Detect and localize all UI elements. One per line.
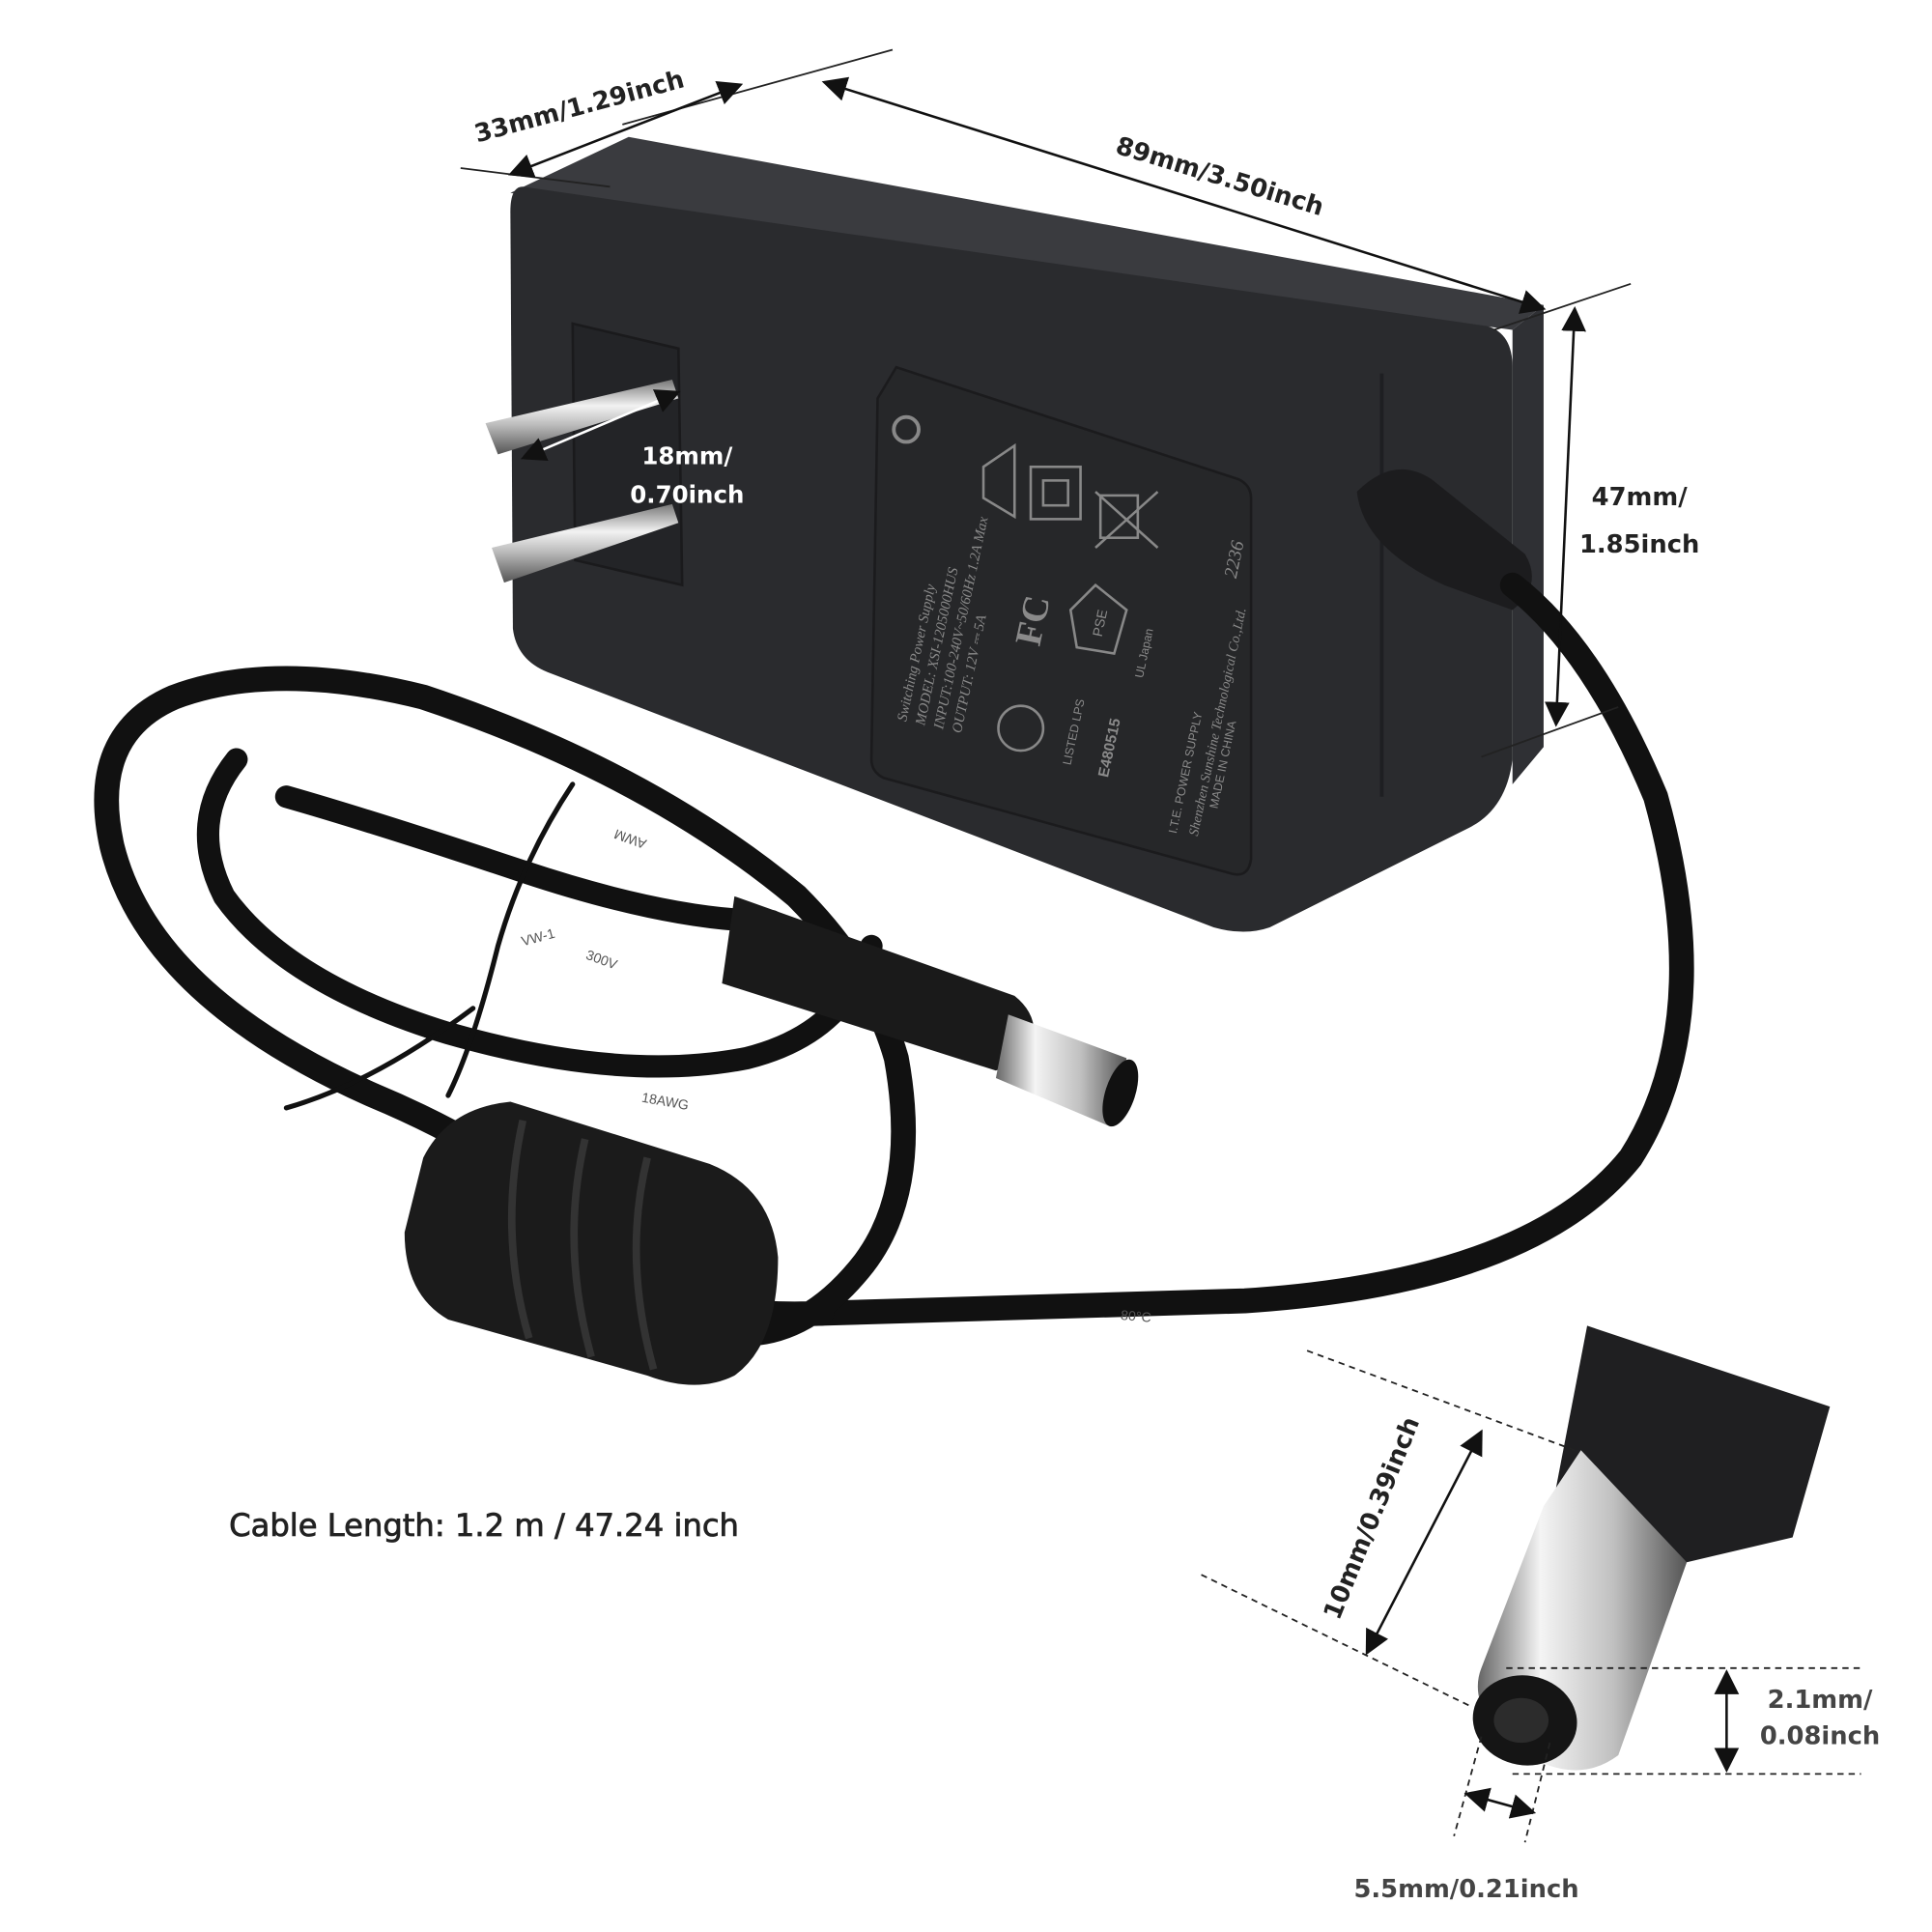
svg-text:VW-1: VW-1: [520, 926, 556, 951]
dc-plug-tip: [995, 1014, 1127, 1127]
product-label: Switching Power Supply MODEL: XSI-120500…: [869, 365, 1253, 876]
height-dimension-line2: 1.85inch: [1579, 530, 1699, 559]
label-fcc: FC: [1009, 592, 1059, 649]
plug-prong-bottom: [492, 503, 679, 583]
weee-bin-icon: [1094, 491, 1159, 549]
length-dimension-label: 89mm/3.50inch: [1112, 131, 1326, 222]
indoor-use-icon: [981, 442, 1016, 520]
svg-text:300V: 300V: [583, 948, 619, 974]
pse-mark-icon: PSE: [1068, 582, 1128, 656]
outer-diameter-label: 5.5mm/0.21inch: [1353, 1875, 1578, 1904]
ul-mark-icon: [997, 704, 1045, 753]
cable-length-label: Cable Length: 1.2 m / 47.24 inch: [229, 1507, 739, 1544]
svg-text:18AWG: 18AWG: [640, 1091, 690, 1114]
prong-dimension-line1: 18mm/: [641, 442, 732, 470]
depth-dimension-label: 33mm/1.29inch: [471, 65, 687, 149]
power-cable: AWM VW-1 300V 80°C 18AWG: [94, 572, 1694, 1385]
svg-text:AWM: AWM: [612, 825, 648, 851]
inner-diameter-line2: 0.08inch: [1760, 1721, 1880, 1750]
plug-length-label: 10mm/0.39inch: [1319, 1413, 1426, 1624]
dimension-lines: [460, 48, 1861, 1843]
height-dimension-line1: 47mm/: [1592, 483, 1689, 512]
dc-plug-closeup: [1472, 1325, 1831, 1771]
brand-logo-icon: [892, 414, 921, 444]
class-ii-icon: [1029, 465, 1082, 521]
svg-text:PSE: PSE: [1091, 609, 1112, 639]
ferrite-core: [404, 1101, 779, 1385]
svg-text:80°C: 80°C: [1120, 1308, 1151, 1326]
prong-dimension-line2: 0.70inch: [630, 481, 744, 509]
inner-diameter-line1: 2.1mm/: [1768, 1686, 1873, 1715]
